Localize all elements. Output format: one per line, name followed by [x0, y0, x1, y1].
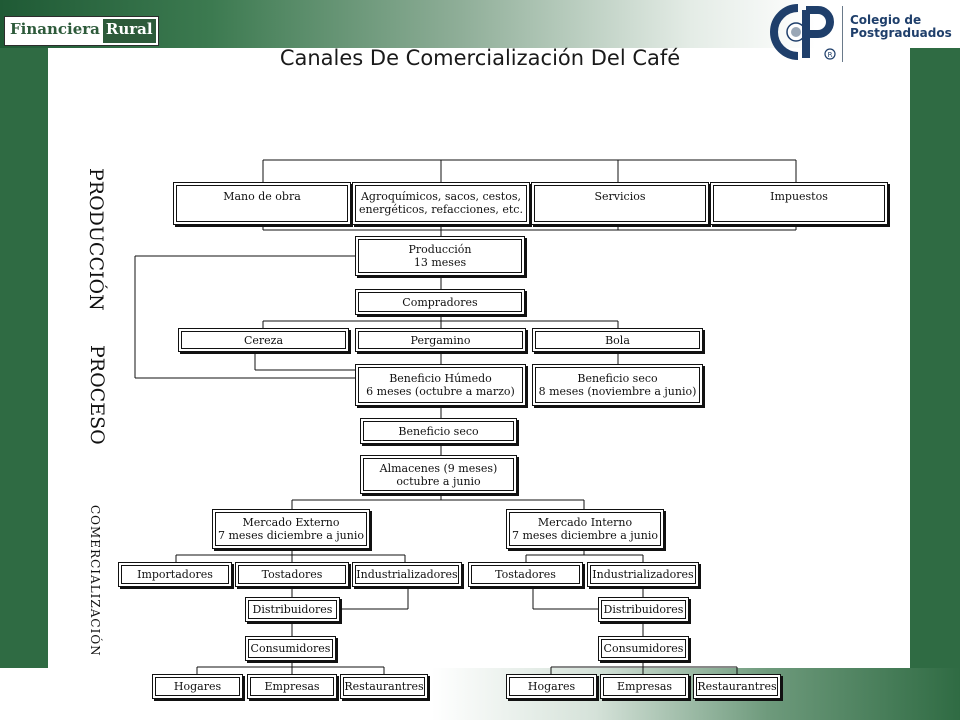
box-ext-industrializadores: Industrializadores — [352, 562, 462, 587]
box-beneficio-seco-top: Beneficio seco 8 meses (noviembre a juni… — [532, 364, 703, 406]
box-int-consumidores-label: Consumidores — [603, 642, 684, 655]
box-servicios-label: Servicios — [594, 190, 646, 203]
box-ext-tostadores-label: Tostadores — [261, 568, 323, 581]
box-produccion: Producción 13 meses — [355, 236, 525, 276]
box-produccion-line2: 13 meses — [413, 256, 467, 269]
box-pergamino: Pergamino — [355, 328, 526, 352]
box-ext-importadores-label: Importadores — [137, 568, 213, 581]
financiera-rural-logo: Financiera Rural — [4, 16, 159, 46]
box-int-consumidores: Consumidores — [598, 636, 689, 661]
box-ext-empresas: Empresas — [247, 674, 337, 699]
logo-line-1: Colegio de — [850, 13, 922, 27]
box-produccion-line1: Producción — [408, 243, 472, 256]
box-impuestos: Impuestos — [710, 182, 888, 225]
box-almacenes-line2: octubre a junio — [396, 474, 481, 488]
box-int-restaurantes-label: Restaurantres — [697, 680, 777, 693]
box-ext-restaurantes: Restaurantres — [340, 674, 428, 699]
box-ext-consumidores: Consumidores — [245, 636, 336, 661]
box-cereza-label: Cereza — [243, 333, 284, 347]
logo-line-2: Postgraduados — [850, 26, 952, 40]
box-int-industrializadores-label: Industrializadores — [592, 568, 694, 581]
box-ext-hogares: Hogares — [152, 674, 243, 699]
label-produccion-text: PRODUCCIÓN — [85, 168, 107, 311]
logo-divider — [842, 6, 843, 62]
box-beneficio-humedo-line1: Beneficio Húmedo — [389, 372, 492, 385]
box-ext-importadores: Importadores — [118, 562, 232, 587]
colegio-postgraduados-logo-icon: R — [770, 4, 836, 60]
box-bola-label: Bola — [605, 333, 630, 347]
box-mercado-interno-line1: Mercado Interno — [537, 516, 633, 529]
box-ext-distribuidores-label: Distribuidores — [252, 603, 333, 616]
box-mano-de-obra: Mano de obra — [173, 182, 351, 225]
box-int-restaurantes: Restaurantres — [693, 674, 781, 699]
label-proceso: PROCESO — [86, 345, 108, 445]
label-produccion: PRODUCCIÓN — [60, 168, 108, 318]
right-band — [910, 48, 960, 720]
box-cereza: Cereza — [178, 328, 349, 352]
colegio-logo-text: Colegio de Postgraduados — [850, 14, 952, 40]
box-ext-industrializadores-label: Industrializadores — [356, 568, 458, 581]
box-compradores-label: Compradores — [402, 295, 478, 309]
box-beneficio-humedo-line2: 6 meses (octubre a marzo) — [366, 385, 515, 398]
box-mercado-externo: Mercado Externo 7 meses diciembre a juni… — [212, 509, 370, 549]
box-ext-restaurantes-label: Restaurantres — [344, 680, 424, 693]
box-mercado-externo-line2: 7 meses diciembre a junio — [218, 529, 364, 542]
box-int-tostadores-label: Tostadores — [495, 568, 556, 581]
box-int-industrializadores: Industrializadores — [587, 562, 699, 587]
box-int-hogares: Hogares — [506, 674, 597, 699]
left-band — [0, 48, 48, 720]
box-mano-de-obra-label: Mano de obra — [223, 190, 301, 203]
label-comercializacion: COMERCIALIZACIÓN — [88, 505, 102, 657]
box-beneficio-seco: Beneficio seco — [360, 418, 517, 444]
box-compradores: Compradores — [355, 289, 525, 315]
box-int-empresas-label: Empresas — [616, 680, 673, 693]
box-pergamino-label: Pergamino — [410, 333, 471, 347]
box-agroquimicos: Agroquímicos, sacos, cestos, energéticos… — [352, 182, 530, 225]
box-servicios: Servicios — [531, 182, 709, 225]
box-mercado-externo-line1: Mercado Externo — [242, 516, 340, 529]
box-ext-tostadores: Tostadores — [235, 562, 349, 587]
svg-text:R: R — [828, 51, 833, 59]
box-ext-hogares-label: Hogares — [173, 680, 222, 693]
box-agroquimicos-line2: energéticos, refacciones, etc. — [359, 203, 523, 216]
label-proceso-text: PROCESO — [86, 345, 108, 445]
box-int-hogares-label: Hogares — [527, 680, 576, 693]
page-title: Canales De Comercialización Del Café — [279, 46, 681, 70]
box-bola: Bola — [532, 328, 703, 352]
box-beneficio-seco-top-line1: Beneficio seco — [577, 372, 658, 385]
box-int-distribuidores-label: Distribuidores — [603, 603, 684, 616]
label-comercializacion-text: COMERCIALIZACIÓN — [88, 505, 102, 657]
box-beneficio-seco-top-line2: 8 meses (noviembre a junio) — [538, 385, 697, 398]
box-ext-distribuidores: Distribuidores — [245, 597, 340, 622]
box-beneficio-humedo: Beneficio Húmedo 6 meses (octubre a marz… — [355, 364, 526, 406]
box-impuestos-label: Impuestos — [770, 190, 828, 203]
box-ext-consumidores-label: Consumidores — [250, 642, 331, 655]
box-almacenes-line1: Almacenes (9 meses) — [379, 461, 498, 475]
box-beneficio-seco-label: Beneficio seco — [398, 424, 479, 438]
box-int-tostadores: Tostadores — [468, 562, 583, 587]
box-agroquimicos-line1: Agroquímicos, sacos, cestos, — [360, 190, 521, 203]
box-int-distribuidores: Distribuidores — [598, 597, 689, 622]
logo-text-rural: Rural — [102, 19, 156, 43]
box-ext-empresas-label: Empresas — [264, 680, 320, 693]
box-mercado-interno-line2: 7 meses diciembre a junio — [512, 529, 658, 542]
logo-text-financiera: Financiera — [10, 20, 100, 38]
box-mercado-interno: Mercado Interno 7 meses diciembre a juni… — [506, 509, 664, 549]
box-int-empresas: Empresas — [600, 674, 689, 699]
box-almacenes: Almacenes (9 meses) octubre a junio — [360, 455, 517, 494]
